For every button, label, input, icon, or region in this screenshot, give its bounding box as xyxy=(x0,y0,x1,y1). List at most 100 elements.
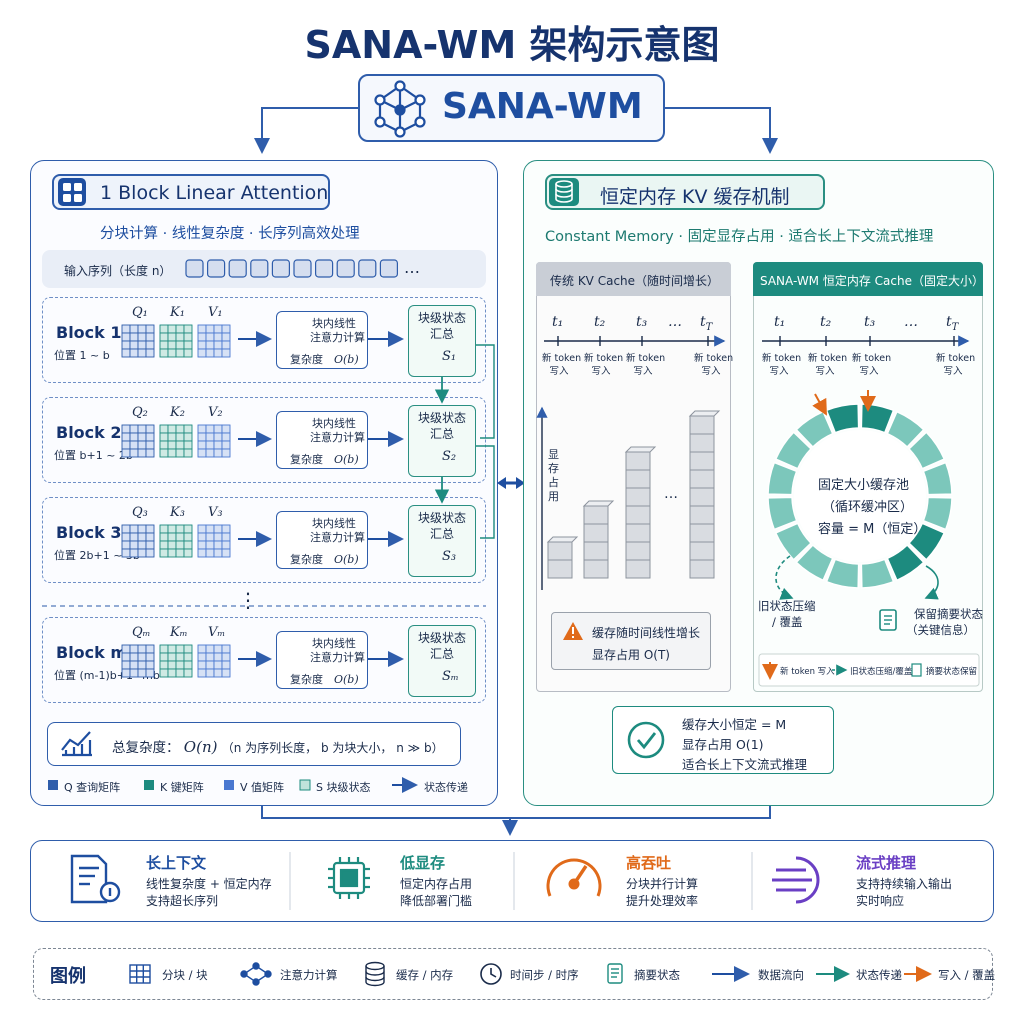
benefit-line-1: 恒定内存占用 xyxy=(400,877,473,891)
constant-memory-title: 恒定内存 KV 缓存机制 xyxy=(600,186,790,208)
ring-line-3: 容量 = M（恒定） xyxy=(818,522,927,537)
token-write-line-1: 新 token xyxy=(852,353,892,364)
trad-tick-label: t₂ xyxy=(594,314,606,330)
block-q-label: Qₘ xyxy=(132,625,151,640)
block-state-label: S₃ xyxy=(442,549,457,564)
matrix-cell xyxy=(183,548,193,558)
traditional-cache-header-bar xyxy=(536,262,731,296)
block-v-label: V₁ xyxy=(208,305,223,320)
matrix-cell xyxy=(183,348,193,358)
cache-bar-top xyxy=(624,446,657,453)
matrix-cell xyxy=(221,548,231,558)
complexity-value: O(b) xyxy=(334,353,359,366)
matrix-cell xyxy=(145,668,155,678)
token-write-line-1: 新 token xyxy=(808,353,848,364)
block-name: Block 3 xyxy=(56,523,122,542)
complexity-value: O(b) xyxy=(334,673,359,686)
token-write-line-2: 写入 xyxy=(815,366,835,377)
mini-legend-keep: 摘要状态保留 xyxy=(926,667,978,677)
legend-transfer: 状态传递 xyxy=(424,781,468,794)
warning-line-2: 显存占用 O(T) xyxy=(592,648,670,662)
legend-v: V 值矩阵 xyxy=(240,781,285,794)
token-write-line-1: 新 token xyxy=(626,353,666,364)
brand-name: SANA-WM xyxy=(442,86,643,127)
warning-box xyxy=(551,612,711,670)
attention-line-1: 块内线性 xyxy=(312,637,356,650)
complexity-label: 复杂度 xyxy=(290,673,323,686)
benefit-line-2: 降低部署门槛 xyxy=(400,894,473,908)
block-container xyxy=(42,397,486,483)
ring-buffer-slot xyxy=(767,496,798,531)
brand-box xyxy=(358,74,665,142)
token-write-line-2: 写入 xyxy=(943,366,963,377)
block-v-label: V₃ xyxy=(208,505,223,520)
constant-line-3: 适合长上下文流式推理 xyxy=(682,757,808,772)
benefit-title: 高吞吐 xyxy=(626,854,672,872)
state-line-2: 汇总 xyxy=(430,427,455,441)
sana-cache-title: SANA-WM 恒定内存 Cache（固定大小） xyxy=(760,274,984,288)
block-v-label: V₂ xyxy=(208,405,223,420)
constant-line-2: 显存占用 O(1) xyxy=(682,737,764,752)
trad-tick-label: t₁ xyxy=(552,314,564,330)
constant-memory-subtitle: Constant Memory · 固定显存占用 · 适合长上下文流式推理 xyxy=(545,229,934,245)
sana-tick-label: t₃ xyxy=(864,314,876,330)
legend-item-write: 写入 / 覆盖 xyxy=(938,968,996,982)
token-write-line-1: 新 token xyxy=(542,353,582,364)
matrix-cell xyxy=(221,348,231,358)
matrix-cell xyxy=(183,668,193,678)
block-state-box xyxy=(408,625,476,697)
trad-tick-label: tT xyxy=(700,314,713,333)
total-complexity-text: 总复杂度： O(n) （n 为序列长度， b 为块大小， n ≫ b） xyxy=(112,738,444,756)
token-write-line-2: 写入 xyxy=(633,366,653,377)
input-token-cell xyxy=(207,259,226,278)
block-container xyxy=(42,617,486,703)
sana-tick-label: t₁ xyxy=(774,314,786,330)
ring-buffer-slot xyxy=(774,522,813,561)
block-position: 位置 b+1 ~ 2b xyxy=(54,449,133,462)
legend-item-cache: 缓存 / 内存 xyxy=(396,968,454,982)
legend-summary-icon xyxy=(607,963,623,984)
benefit-line-2: 提升处理效率 xyxy=(626,894,699,908)
ring-buffer-slot xyxy=(907,431,946,470)
legend-item-block: 分块 / 块 xyxy=(162,968,208,982)
input-token-cell xyxy=(250,259,269,278)
benefits-bar xyxy=(30,840,994,922)
benefit-line-1: 分块并行计算 xyxy=(626,877,699,891)
matrix-cell xyxy=(145,548,155,558)
input-token-cell xyxy=(185,259,204,278)
trad-tick-label: t₃ xyxy=(636,314,648,330)
legend-grid-icon xyxy=(129,964,151,984)
input-token-cell xyxy=(358,259,377,278)
attention-line-2: 注意力计算 xyxy=(310,431,365,444)
legend-cache-icon xyxy=(365,961,385,987)
page-title: SANA-WM 架构示意图 xyxy=(304,23,720,67)
benefit-line-1: 线性复杂度 + 恒定内存 xyxy=(146,877,272,891)
matrix-cell xyxy=(221,448,231,458)
state-line-2: 汇总 xyxy=(430,327,455,341)
legend-title: 图例 xyxy=(50,966,86,987)
attention-line-2: 注意力计算 xyxy=(310,651,365,664)
constant-line-1: 缓存大小恒定 = M xyxy=(682,717,787,732)
memory-axis-label: 显存占用 xyxy=(548,448,559,503)
token-write-line-2: 写入 xyxy=(859,366,879,377)
token-write-line-1: 新 token xyxy=(936,353,976,364)
speedometer-icon xyxy=(546,858,602,897)
sana-tick-label: tT xyxy=(946,314,959,333)
attention-line-2: 注意力计算 xyxy=(310,531,365,544)
legend-item-attention: 注意力计算 xyxy=(280,968,338,982)
ring-buffer-slot xyxy=(886,543,925,582)
block-state-label: S₁ xyxy=(442,349,457,364)
ring-buffer-slot xyxy=(907,522,946,561)
legend-k: K 键矩阵 xyxy=(160,781,204,794)
trad-tick-label: … xyxy=(668,314,682,330)
state-line-1: 块级状态 xyxy=(418,511,467,525)
linear-attention-box xyxy=(276,511,368,569)
